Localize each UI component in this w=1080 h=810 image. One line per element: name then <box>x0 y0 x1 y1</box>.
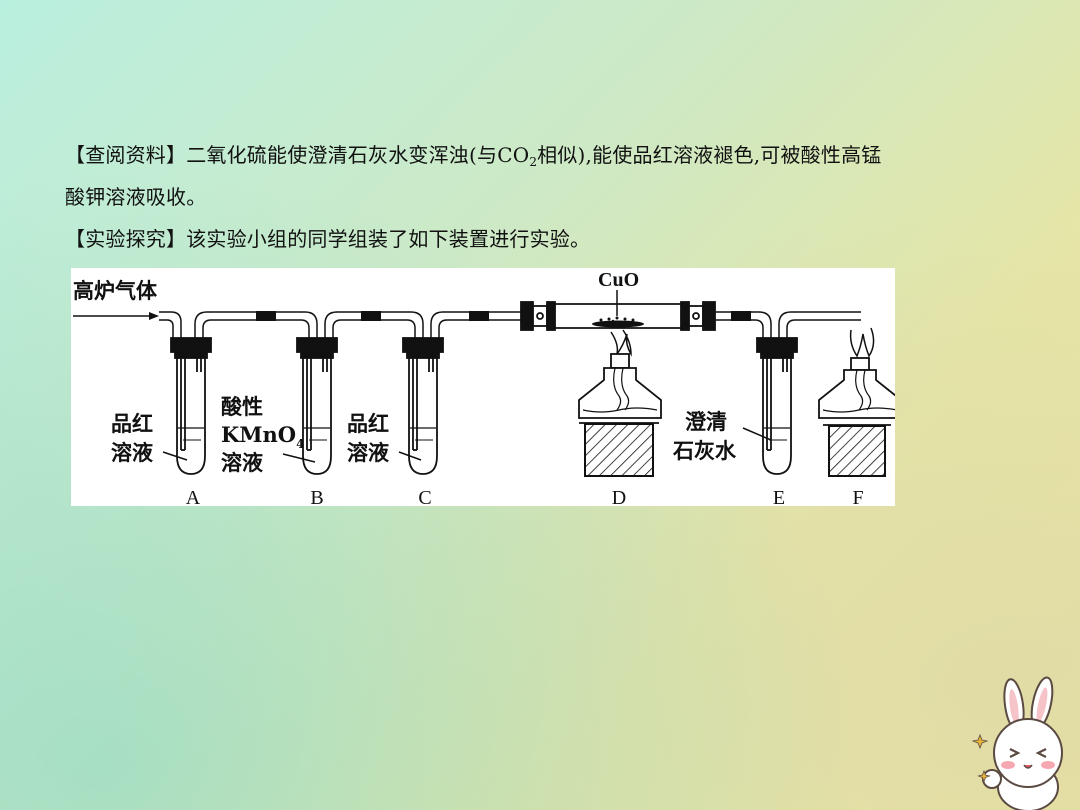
bunny-mascot-icon <box>971 676 1063 810</box>
paragraph-reference-info: 【查阅资料】二氧化硫能使澄清石灰水变浑浊(与CO2相似),能使品红溶液褪色,可被… <box>65 143 995 169</box>
tube-e-label-1: 澄清 <box>685 409 727 434</box>
cuo-powder <box>592 316 644 328</box>
tube-b-label-2: KMnO4 <box>221 422 304 451</box>
paragraph-reference-line2: 酸钾溶液吸收。 <box>65 185 995 209</box>
experiment-text: 该实验小组的同学组装了如下装置进行实验。 <box>186 227 591 251</box>
co2-subscript: 2 <box>529 155 538 169</box>
test-tube-a <box>170 337 212 475</box>
tube-c-pointer <box>398 451 422 461</box>
tube-e-label-2: 石灰水 <box>672 438 737 463</box>
label-a: A <box>186 487 201 506</box>
reference-text-line2: 酸钾溶液吸收。 <box>65 185 207 209</box>
inlet-arrow <box>73 312 159 320</box>
test-tube-c <box>402 337 444 475</box>
gas-label: 高炉气体 <box>73 278 158 303</box>
alcohol-lamp-f <box>818 327 895 477</box>
tube-a-label-1: 品红 <box>111 411 153 436</box>
tube-b-pointer <box>282 453 316 463</box>
label-b: B <box>310 487 323 506</box>
tube-a-pointer <box>162 451 188 461</box>
combustion-tube-d <box>520 301 716 331</box>
section-title-reference: 【查阅资料】 <box>65 143 187 167</box>
label-d: D <box>612 487 626 506</box>
kmno-text: KMnO <box>221 422 296 447</box>
label-c: C <box>418 487 431 506</box>
reference-text-part1: 二氧化硫能使澄清石灰水变浑浊(与CO <box>186 143 530 167</box>
reference-text-part2: 相似),能使品红溶液褪色,可被酸性高锰 <box>537 143 882 167</box>
kmno4-subscript: 4 <box>296 437 304 451</box>
label-f: F <box>852 487 863 506</box>
tube-a-label-2: 溶液 <box>111 440 153 465</box>
test-tube-b <box>296 337 338 475</box>
test-tube-e <box>756 337 798 475</box>
apparatus-figure: 高炉气体 <box>71 268 895 506</box>
tube-c-label-1: 品红 <box>347 411 389 436</box>
tube-c-label-2: 溶液 <box>347 440 389 465</box>
tube-b-label-3: 溶液 <box>221 450 263 475</box>
section-title-experiment: 【实验探究】 <box>65 227 187 251</box>
apparatus-diagram: 高炉气体 <box>73 269 895 506</box>
alcohol-lamp-d <box>578 329 662 477</box>
paragraph-experiment: 【实验探究】该实验小组的同学组装了如下装置进行实验。 <box>65 227 995 251</box>
rubber-joints <box>256 311 751 321</box>
tube-b-label-1: 酸性 <box>221 394 263 419</box>
tube-e-pointer <box>742 427 772 441</box>
cuo-label: CuO <box>598 269 639 291</box>
label-e: E <box>773 487 785 506</box>
